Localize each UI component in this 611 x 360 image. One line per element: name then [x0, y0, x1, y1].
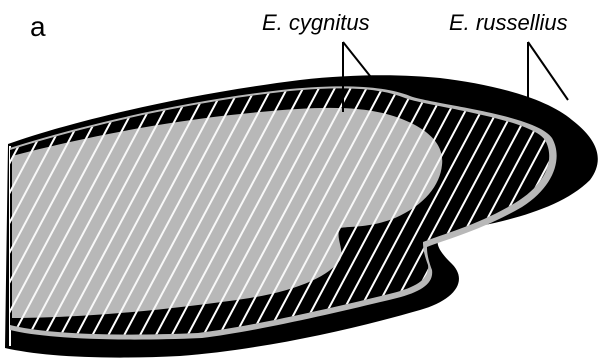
- leader-russellius-right: [528, 42, 568, 100]
- label-cygnitus: E. cygnitus: [262, 10, 370, 35]
- label-russellius: E. russellius: [449, 10, 568, 35]
- panel-label: a: [30, 11, 46, 42]
